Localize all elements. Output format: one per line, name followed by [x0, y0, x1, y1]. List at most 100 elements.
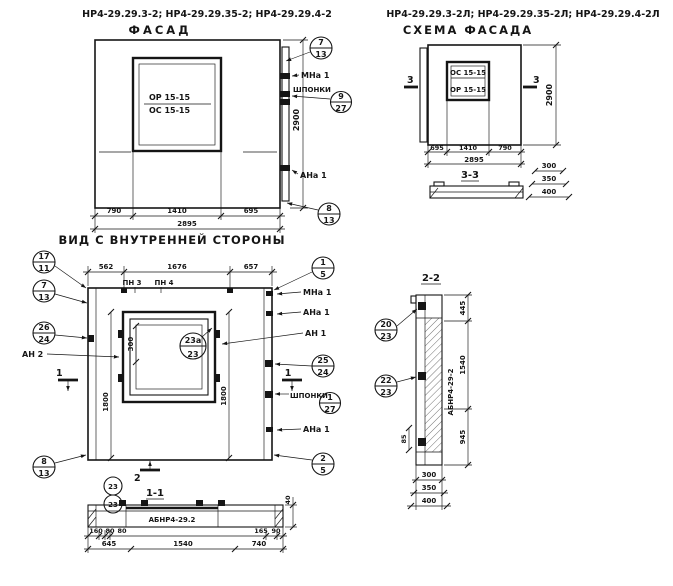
- dim-300: 300: [127, 337, 135, 352]
- dim-1800: 1800: [220, 386, 228, 406]
- dim-300: 300: [422, 471, 437, 479]
- callout-num: 23а: [185, 336, 202, 345]
- pn3-label: ПН 3: [122, 279, 141, 287]
- dim-160: 160: [89, 527, 103, 535]
- mna1-label: МНа 1: [303, 288, 332, 297]
- facade-label-shponki: ШПОНКИ 9 27: [291, 86, 353, 114]
- dim-165: 165: [254, 527, 268, 535]
- anchor-mark: [280, 73, 290, 79]
- inner-title: ВИД С ВНУТРЕННЕЙ СТОРОНЫ: [58, 232, 285, 247]
- ana1-label: АНа 1: [300, 171, 327, 180]
- scheme-header: НР4-29.29.3-2Л; НР4-29.29.35-2Л; НР4-29.…: [386, 9, 659, 20]
- dim-1540: 1540: [173, 540, 193, 548]
- callout-num: 25: [317, 356, 329, 365]
- inner-dim-1800-right: 1800: [220, 308, 233, 462]
- dim-657: 657: [244, 263, 259, 271]
- section-1-1-title: 1-1: [146, 488, 164, 499]
- facade-panel-outline: [94, 39, 290, 209]
- facade-height-dim: 2900: [283, 36, 308, 212]
- ana1-label: АНа 1: [303, 425, 330, 434]
- section-2-2-right-dims: 445 1540 945: [444, 291, 472, 469]
- inner-callout-7-13: 7 13: [32, 279, 88, 304]
- callout-num: 17: [38, 252, 49, 261]
- dim-350: 350: [422, 484, 437, 492]
- key-mark: [280, 91, 290, 97]
- dim-2900: 2900: [292, 108, 301, 131]
- dim-400: 400: [422, 497, 437, 505]
- anchor-mark: [280, 165, 290, 171]
- inner-section1-mark-left: 1: [56, 368, 78, 391]
- dim-1410: 1410: [459, 144, 478, 152]
- callout-den: 24: [38, 335, 50, 344]
- section-1-1-callouts: 23 23: [103, 476, 123, 514]
- callout-den: 13: [315, 50, 326, 59]
- callout-num: 26: [38, 323, 50, 332]
- facade-view: НР4-29.29.3-2; НР4-29.29.35-2; НР4-29.29…: [82, 9, 353, 233]
- facade-callout-8-13: 8 13: [286, 202, 341, 226]
- section-2-2-view: 2-2 20 23 22 23 АБНР4-29-2: [374, 273, 472, 510]
- an1-label: АН 1: [305, 329, 327, 338]
- callout-den: 11: [38, 264, 50, 273]
- section-2-2-callout-22-23: 22 23: [374, 374, 417, 398]
- inner-label-shponki: ШПОНКИ 1 27: [265, 391, 342, 415]
- dim-1540: 1540: [459, 355, 467, 375]
- inner-window-dim-300: 300: [127, 322, 140, 366]
- dim-790: 790: [107, 207, 122, 215]
- callout-num: 9: [338, 92, 344, 101]
- ana1-label: АНа 1: [303, 308, 330, 317]
- callout-num: 20: [380, 320, 392, 329]
- callout-den: 5: [320, 270, 326, 279]
- section-2-2-dim-85: 85: [400, 424, 413, 454]
- dim-2895: 2895: [177, 220, 197, 228]
- section-3-3-view: 3-3 300 350 400: [429, 162, 573, 201]
- inner-panel-outline: [87, 287, 273, 461]
- dim-740: 740: [252, 540, 267, 548]
- section-2-2-title: 2-2: [422, 273, 440, 284]
- scheme-title: СХЕМА ФАСАДА: [403, 23, 533, 37]
- callout-num: 7: [41, 281, 47, 290]
- dim-2900: 2900: [545, 83, 554, 106]
- callout-den: 5: [320, 466, 326, 475]
- dim-445: 445: [459, 301, 467, 316]
- inner-center-callout: 23а 23: [179, 327, 213, 360]
- inner-callout-1-5: 1 5: [273, 256, 335, 291]
- facade-label-ana1: АНа 1: [291, 169, 327, 180]
- callout-num: 2: [320, 454, 326, 463]
- dim-1410: 1410: [167, 207, 187, 215]
- scheme-height-dim: 2900: [523, 41, 561, 149]
- section-3-3-title: 3-3: [461, 170, 479, 181]
- section-3-3-dims: 300 350 400: [525, 162, 573, 201]
- dim-80: 80: [117, 527, 127, 535]
- inner-label-ana1-b: АНа 1: [266, 425, 330, 434]
- facade-callout-7-13: 7 13: [285, 36, 333, 62]
- scheme-section-mark-right: 3: [523, 75, 540, 89]
- callout-den: 27: [324, 405, 335, 414]
- inner-pn-labels: ПН 3 ПН 4: [122, 279, 174, 293]
- inner-label-an1: АН 1: [221, 329, 327, 346]
- facade-window-label-2: ОС 15-15: [149, 106, 190, 115]
- callout-den: 23: [380, 388, 391, 397]
- facade-window-label-1: ОР 15-15: [149, 93, 190, 102]
- inner-callout-17-11: 17 11: [32, 250, 87, 289]
- callout-23-top: 23: [108, 483, 118, 491]
- dim-790: 790: [498, 144, 512, 152]
- facade-label-mna1: МНа 1: [291, 71, 330, 80]
- pn4-label: ПН 4: [154, 279, 173, 287]
- dim-695: 695: [244, 207, 259, 215]
- dim-645: 645: [102, 540, 117, 548]
- mna1-label: МНа 1: [301, 71, 330, 80]
- section-2-2-callout-20-23: 20 23: [374, 308, 418, 342]
- section-2-label: 2: [134, 473, 141, 484]
- callout-den: 13: [38, 293, 49, 302]
- section-1-1-dim-40: 40: [284, 495, 297, 531]
- dim-400: 400: [542, 188, 557, 196]
- an2-label: АН 2: [22, 350, 43, 359]
- callout-den: 27: [335, 104, 346, 113]
- inner-callout-26-24: 26 24: [32, 321, 94, 345]
- scheme-window-label-2: ОР 15-15: [450, 86, 486, 94]
- callout-num: 8: [41, 457, 47, 466]
- dim-1676: 1676: [167, 263, 187, 271]
- section-2-2-bottom-dims: 300 350 400: [407, 465, 451, 510]
- dim-90: 90: [271, 527, 281, 535]
